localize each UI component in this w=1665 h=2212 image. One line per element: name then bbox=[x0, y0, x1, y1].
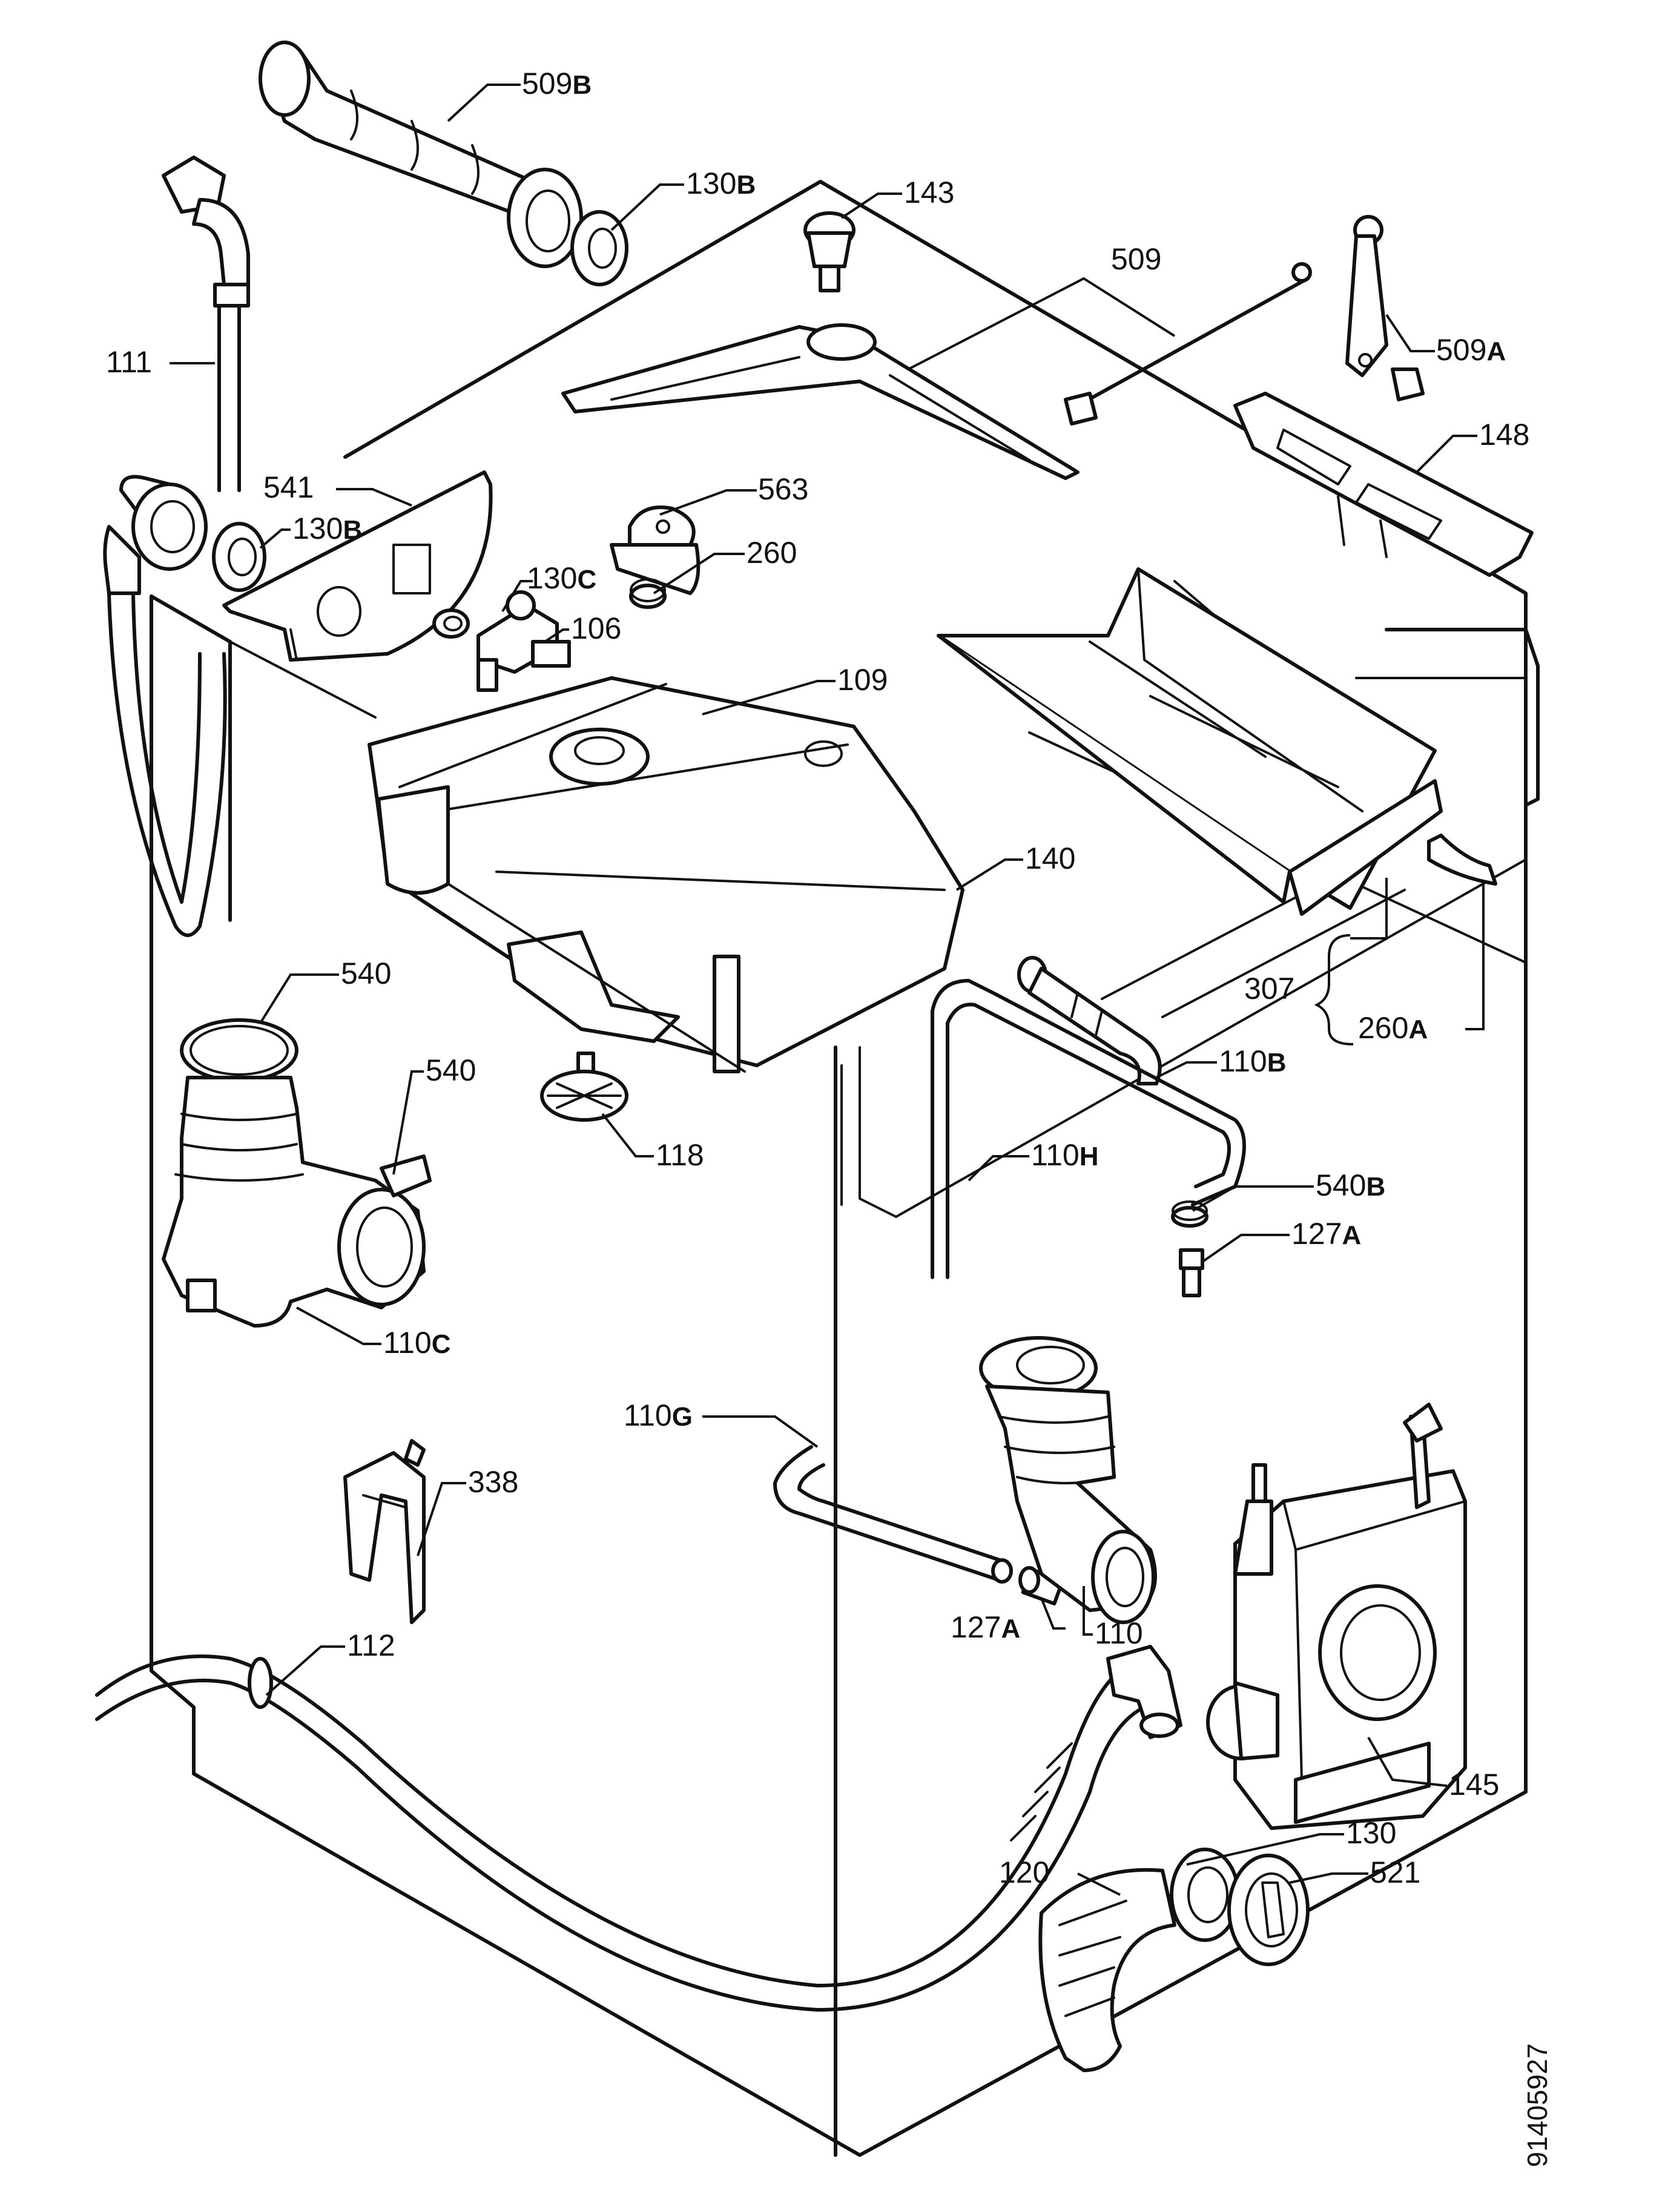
label-260a: 260A bbox=[1358, 1011, 1428, 1045]
drawing-code: 91405927 bbox=[1522, 2043, 1553, 2167]
valve-106 bbox=[476, 590, 571, 692]
pump-145 bbox=[1206, 1403, 1467, 1830]
label-338: 338 bbox=[468, 1465, 518, 1499]
label-140: 140 bbox=[1025, 841, 1075, 875]
drain-hose-112 bbox=[95, 1645, 1182, 2012]
nipple-127a-bottom bbox=[1018, 1566, 1065, 1606]
dispenser-housing-109 bbox=[368, 676, 964, 1073]
label-118: 118 bbox=[656, 1138, 704, 1172]
label-540-b: 540 bbox=[426, 1053, 476, 1087]
label-509: 509 bbox=[1111, 242, 1161, 276]
label-130c: 130C bbox=[527, 561, 596, 595]
label-127a-bottom: 127A bbox=[951, 1610, 1020, 1644]
panel-541 bbox=[222, 470, 493, 662]
label-143: 143 bbox=[904, 176, 954, 209]
label-307: 307 bbox=[1244, 972, 1294, 1006]
label-130: 130 bbox=[1346, 1816, 1396, 1850]
clip-260a bbox=[1427, 834, 1497, 886]
seal-130 bbox=[1170, 1848, 1240, 1942]
label-130b-top: 130B bbox=[686, 166, 756, 200]
label-106: 106 bbox=[571, 611, 621, 645]
label-540-a: 540 bbox=[341, 956, 391, 990]
clip-338 bbox=[343, 1439, 426, 1624]
label-110h: 110H bbox=[1031, 1138, 1099, 1172]
tray-148 bbox=[1233, 392, 1534, 577]
lever-509 bbox=[561, 262, 1312, 480]
seal-130b-mid bbox=[212, 522, 266, 592]
label-540b: 540B bbox=[1316, 1168, 1385, 1202]
label-130b-mid: 130B bbox=[292, 512, 362, 545]
hose-120 bbox=[1038, 1868, 1176, 2072]
clamp-540-large bbox=[180, 1018, 298, 1082]
label-127a-top: 127A bbox=[1291, 1217, 1361, 1251]
bellows-110 bbox=[979, 1336, 1157, 1624]
cam-563 bbox=[610, 505, 701, 595]
hose-110b bbox=[1017, 956, 1162, 1085]
knob-143 bbox=[803, 211, 856, 292]
label-521: 521 bbox=[1370, 1855, 1420, 1889]
label-509a: 509A bbox=[1436, 333, 1506, 367]
label-110b: 110B bbox=[1219, 1044, 1287, 1078]
drawer-307 bbox=[937, 567, 1443, 916]
label-148: 148 bbox=[1479, 418, 1529, 452]
nipple-127a-top bbox=[1179, 1248, 1204, 1297]
hose-509b bbox=[259, 41, 583, 268]
inlet-hose-111 bbox=[103, 156, 250, 937]
cap-521 bbox=[1227, 1854, 1310, 1966]
label-110g: 110G bbox=[624, 1398, 693, 1432]
clamp-540-small bbox=[380, 1154, 432, 1197]
label-109: 109 bbox=[837, 663, 888, 697]
label-260: 260 bbox=[747, 536, 797, 570]
lever-509a bbox=[1345, 215, 1425, 401]
label-509b: 509B bbox=[522, 67, 592, 100]
label-563: 563 bbox=[758, 472, 808, 506]
hose-110g bbox=[773, 1445, 1013, 1584]
label-145: 145 bbox=[1449, 1768, 1499, 1802]
seal-130c bbox=[432, 608, 470, 639]
label-111: 111 bbox=[106, 345, 152, 379]
part-labels: 509B 130B 143 509 509A 111 541 130B 563 … bbox=[106, 67, 1553, 2167]
label-541: 541 bbox=[263, 470, 314, 504]
label-120: 120 bbox=[999, 1855, 1049, 1889]
spring-260 bbox=[629, 578, 667, 609]
bellows-110c bbox=[162, 1076, 426, 1328]
label-112: 112 bbox=[347, 1628, 395, 1662]
label-110c: 110C bbox=[383, 1326, 451, 1360]
leader-lines bbox=[170, 84, 1485, 1896]
label-110: 110 bbox=[1095, 1616, 1143, 1650]
hose-110h bbox=[931, 979, 1246, 1279]
clamp-540b bbox=[1171, 1200, 1208, 1228]
knob-118 bbox=[540, 1052, 628, 1122]
